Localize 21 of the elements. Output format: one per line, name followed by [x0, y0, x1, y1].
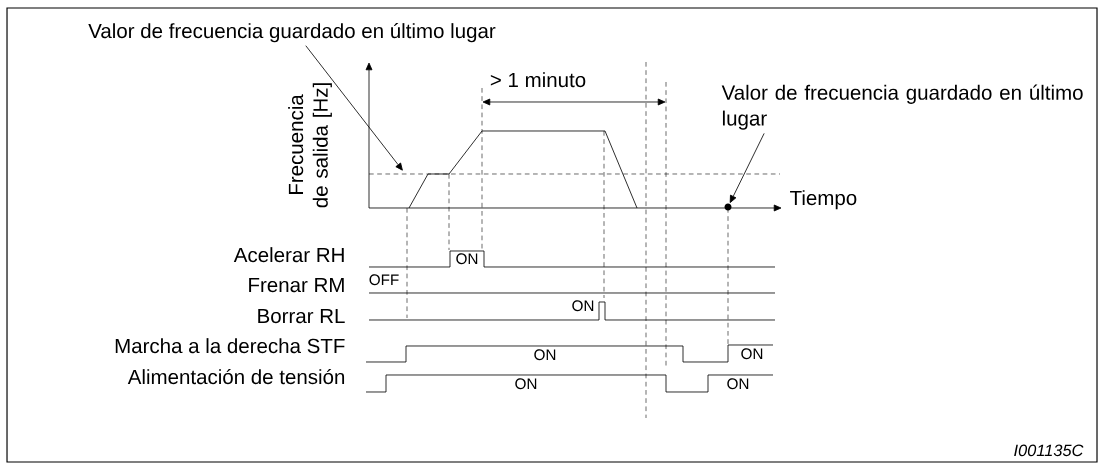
- signal-label: Marcha a la derecha STF: [115, 338, 345, 354]
- leader-line: [729, 133, 765, 203]
- signal-label: Borrar RL: [258, 308, 345, 324]
- state-label: ON: [572, 300, 594, 312]
- annotation-text: Valor de frecuencia guardado en último lugar: [88, 22, 496, 43]
- state-label: ON: [456, 253, 478, 265]
- axis-label: Frecuencia de salida [Hz]: [288, 83, 332, 208]
- signal-label: Alimentación de tensión: [127, 368, 345, 385]
- axis-label: Tiempo: [790, 190, 857, 210]
- figure-id: I001135C: [1014, 444, 1084, 457]
- signal-label: Acelerar RH: [233, 247, 344, 263]
- state-label: OFF: [369, 274, 399, 286]
- frequency-curve: [408, 130, 638, 209]
- state-label: ON: [727, 378, 749, 390]
- annotation-text: Valor de frecuencia guardado en último lugar: [721, 84, 1083, 130]
- signal-label: Frenar RM: [249, 277, 344, 293]
- state-label: ON: [515, 378, 537, 390]
- state-label: ON: [534, 349, 556, 361]
- leader-line: [305, 45, 403, 171]
- state-label: ON: [741, 348, 763, 360]
- dim-label: > 1 minuto: [490, 72, 586, 88]
